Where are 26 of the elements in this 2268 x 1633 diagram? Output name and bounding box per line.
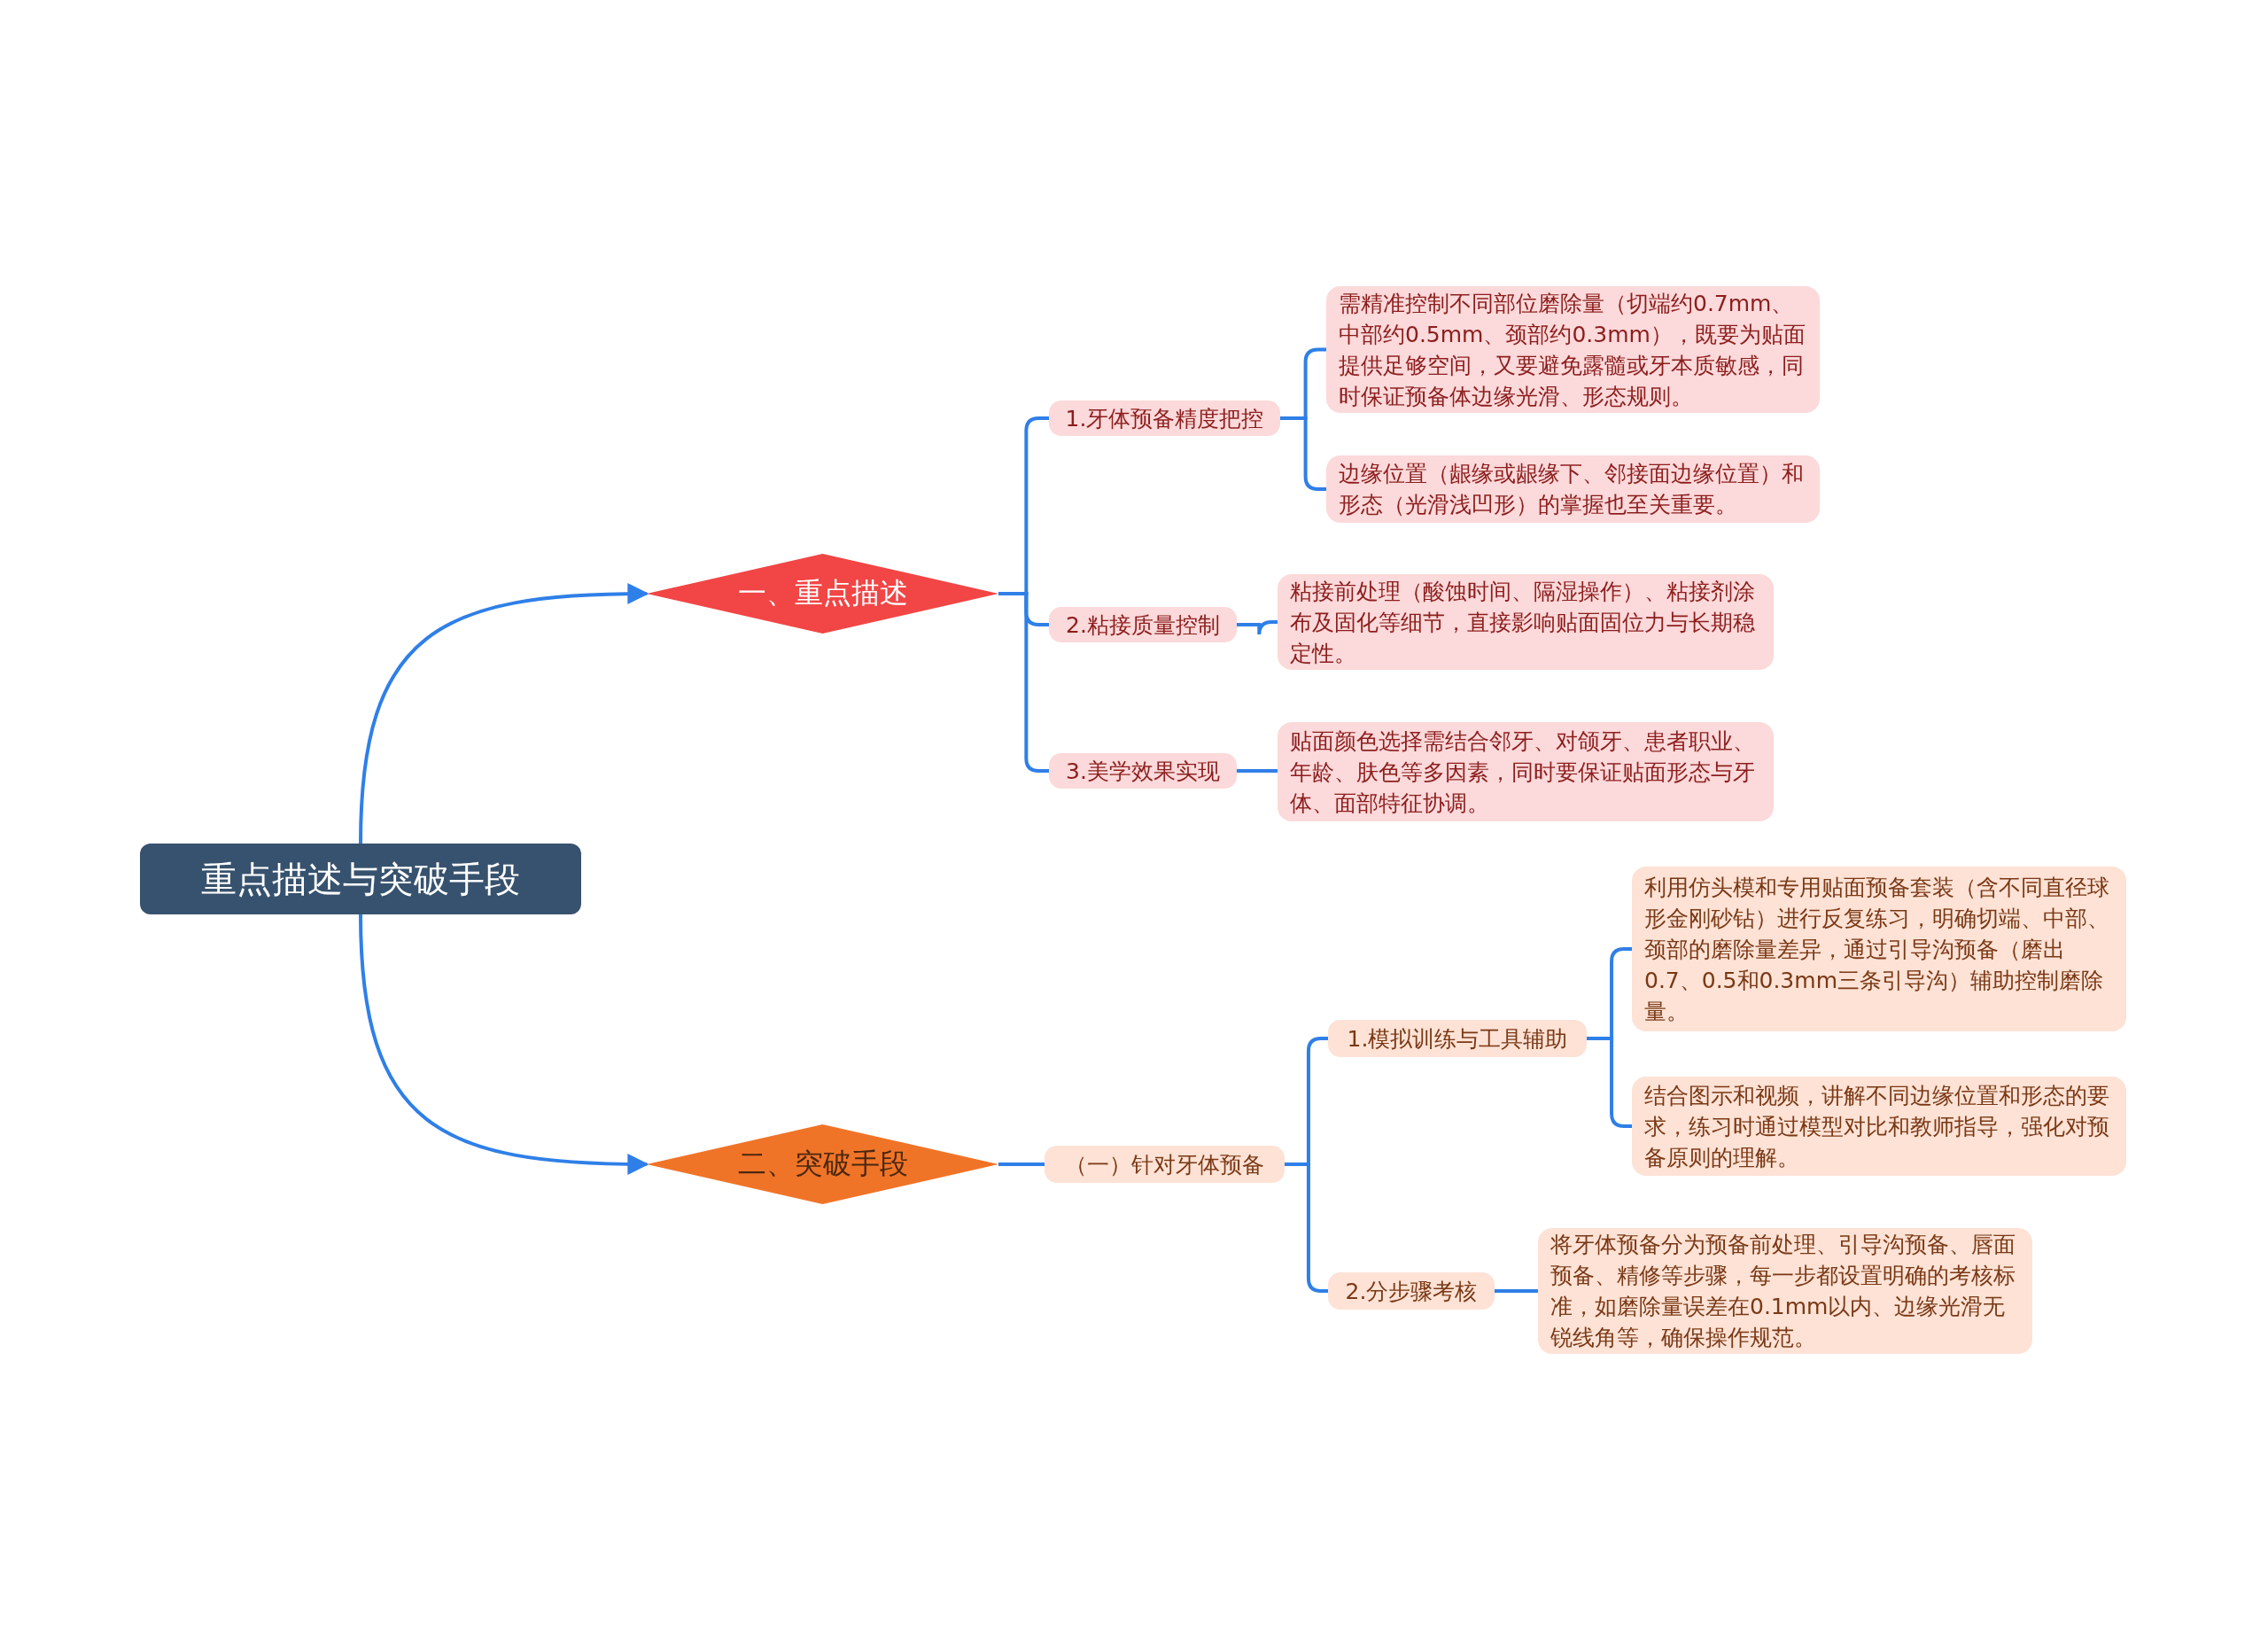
- topic-box: 2.粘接质量控制: [1049, 607, 1237, 642]
- text-box: 粘接前处理（酸蚀时间、隔湿操作）、粘接剂涂布及固化等细节，直接影响贴面固位力与长期稳定性。: [1278, 574, 1774, 670]
- text-box: 贴面颜色选择需结合邻牙、对颌牙、患者职业、年龄、肤色等多因素，同时要保证贴面形态与牙体、面部特征协调。: [1278, 722, 1774, 821]
- connector-line: [998, 1163, 1045, 1166]
- topic-box: 1.牙体预备精度把控: [1049, 400, 1280, 436]
- connector-line: [998, 592, 1049, 773]
- connector-line: [1285, 1163, 1328, 1293]
- topic-box: 2.分步骤考核: [1328, 1272, 1495, 1310]
- topic-box: 1.模拟训练与工具辅助: [1328, 1020, 1587, 1057]
- root-topic-box: 重点描述与突破手段: [140, 844, 581, 914]
- branch-diamond: 一、重点描述: [647, 554, 998, 634]
- arrow: [359, 583, 649, 844]
- connector-line: [1237, 620, 1278, 636]
- connector-line: [1237, 769, 1278, 773]
- topic-box: （一）针对牙体预备: [1045, 1146, 1285, 1183]
- text-box: 结合图示和视频，讲解不同边缘位置和形态的要求，练习时通过模型对比和教师指导，强化对预备原则的理解。: [1632, 1077, 2126, 1176]
- topic-box: 3.美学效果实现: [1049, 753, 1237, 789]
- arrow: [359, 914, 649, 1175]
- text-box: 利用仿头模和专用贴面预备套装（含不同直径球形金刚砂钻）进行反复练习，明确切端、中部、颈部的磨除量差异，通过引导沟预备（磨出0.7、0.5和0.3mm三条引导沟）辅助控制磨除量。: [1632, 867, 2126, 1031]
- connector-line: [1587, 1037, 1632, 1128]
- text-box: 边缘位置（龈缘或龈缘下、邻接面边缘位置）和形态（光滑浅凹形）的掌握也至关重要。: [1326, 455, 1820, 523]
- branch-diamond: 二、突破手段: [647, 1124, 998, 1204]
- connector-line: [1280, 416, 1326, 491]
- connector-line: [1495, 1289, 1538, 1293]
- text-box: 需精准控制不同部位磨除量（切端约0.7mm、中部约0.5mm、颈部约0.3mm），既要为贴面提供足够空间，又要避免露髓或牙本质敏感，同时保证预备体边缘光滑、形态规则。: [1326, 286, 1820, 413]
- text-box: 将牙体预备分为预备前处理、引导沟预备、唇面预备、精修等步骤，每一步都设置明确的考核标准，如磨除量误差在0.1mm以内、边缘光滑无锐线角等，确保操作规范。: [1538, 1228, 2032, 1354]
